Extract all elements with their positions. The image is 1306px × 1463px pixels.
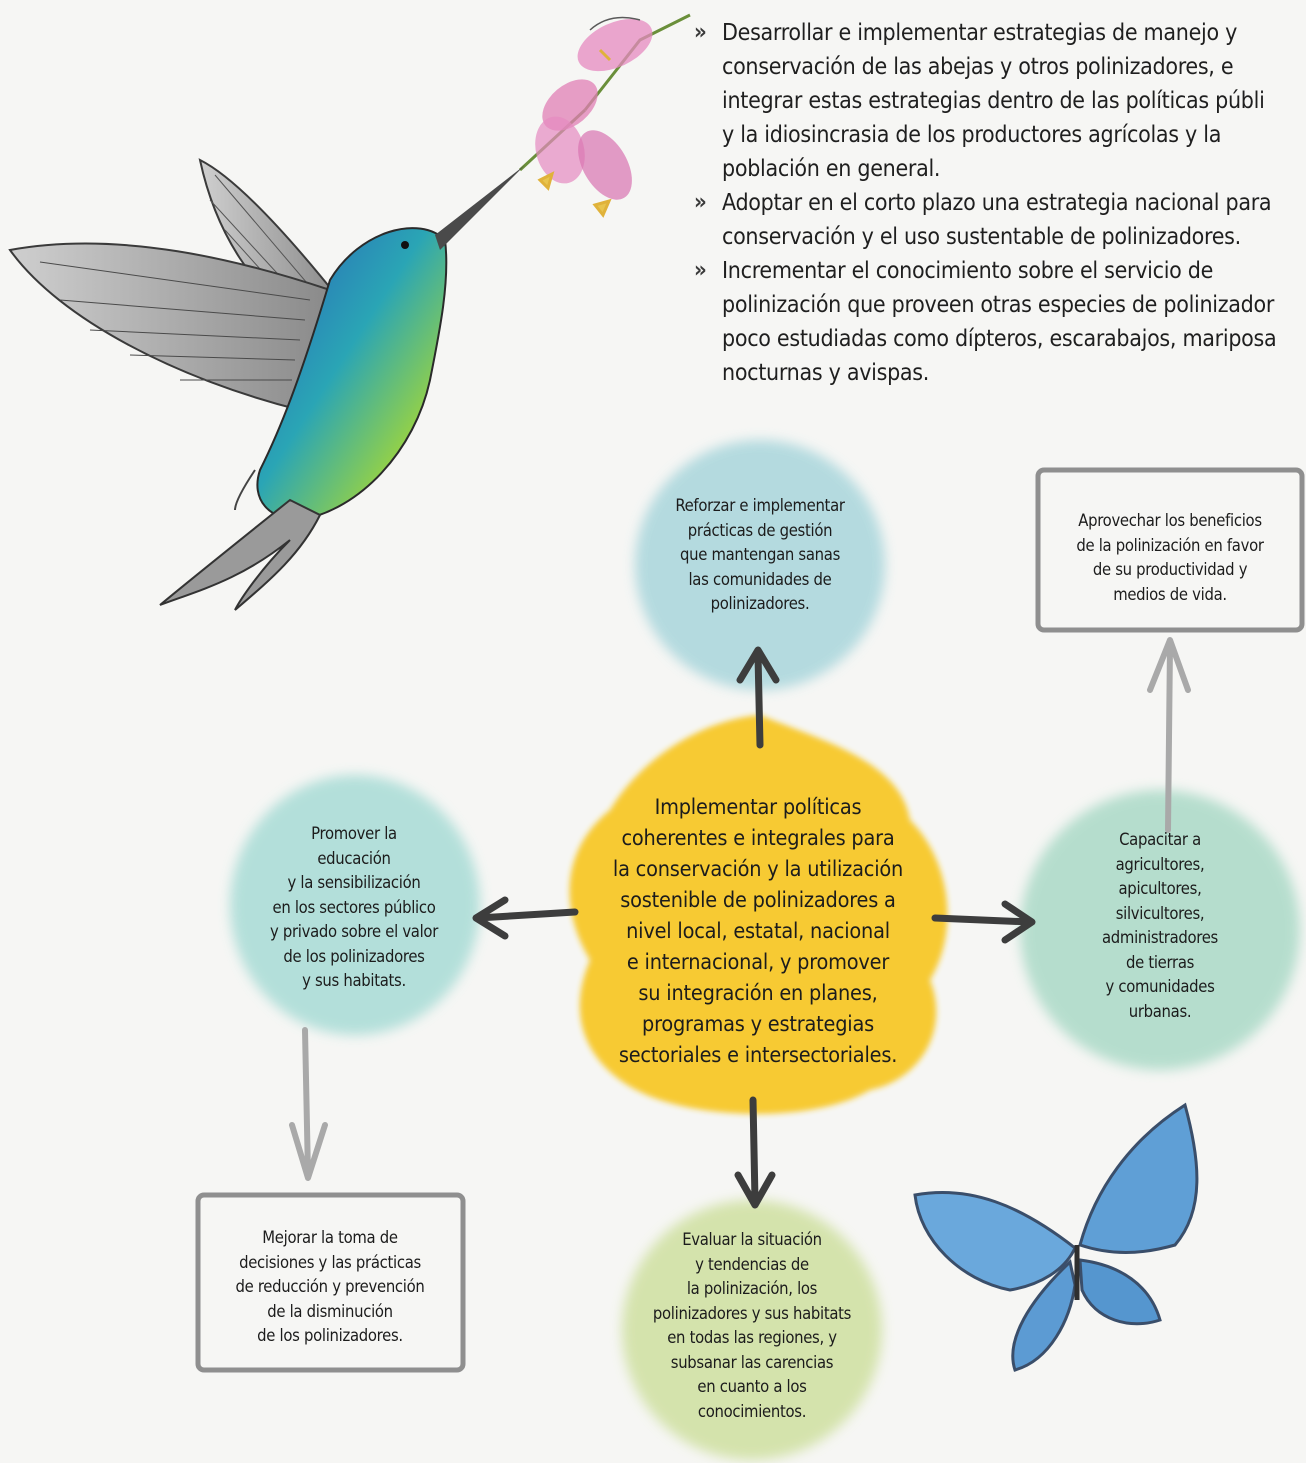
right-node-text: Capacitar a agricultores, apicultores, s… [1101,830,1218,1021]
top-node-text: Reforzar e implementar prácticas de gest… [675,496,845,613]
bullet-item: » Adoptar en el corto plazo una estrateg… [690,186,1306,254]
center-node-text: Implementar políticas coherentes e integ… [612,795,904,1068]
box-top-right-text: Aprovechar los beneficios de la poliniza… [1076,511,1264,604]
flower-icon [518,13,691,218]
box-top-right-frame [1035,467,1305,633]
bullet-marker: » [694,258,707,283]
hummingbird-icon [8,158,525,611]
bullet-text: Incrementar el conocimiento sobre el ser… [722,258,1277,386]
left-node-text: Promover la educación y la sensibilizaci… [269,824,439,990]
bullet-text: Adoptar en el corto plazo una estrategia… [722,190,1272,250]
left-blob [230,775,480,1035]
right-blob [1020,790,1300,1070]
arrow-gray-up [1147,637,1191,833]
bullet-item: » Incrementar el conocimiento sobre el s… [690,254,1306,390]
top-blob [635,440,885,690]
arrow-gray-down [289,1027,328,1181]
bullet-marker: » [694,190,707,215]
box-bottom-left-frame [195,1192,466,1373]
bullet-marker: » [694,20,707,45]
bottom-node-text: Evaluar la situación y tendencias de la … [652,1230,852,1421]
bullet-list: » Desarrollar e implementar estrategias … [690,16,1306,390]
arrow-up [736,646,780,749]
arrow-down [734,1096,776,1209]
bullet-text: Desarrollar e implementar estrategias de… [722,20,1265,182]
box-bottom-left-text: Mejorar la toma de decisiones y las prác… [235,1228,425,1345]
butterfly-icon [913,1102,1199,1372]
arrow-right [931,900,1036,944]
arrow-left [472,896,579,940]
center-blob [569,715,948,1114]
bullet-item: » Desarrollar e implementar estrategias … [690,16,1306,186]
bottom-blob [622,1200,882,1460]
